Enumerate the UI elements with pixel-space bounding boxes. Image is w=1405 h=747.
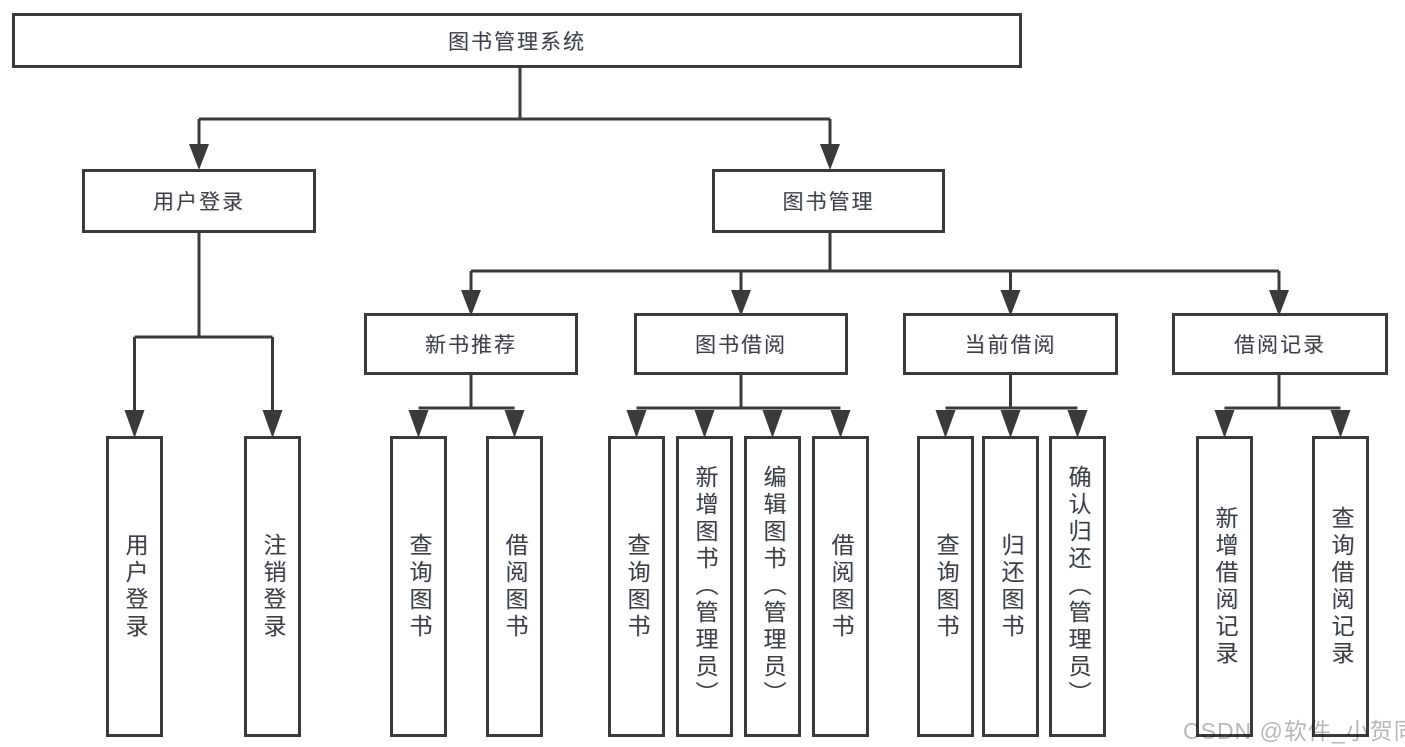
node-borrowing-records: 借阅记录 xyxy=(1172,313,1388,375)
node-label: 编辑图书（管理员） xyxy=(760,465,786,708)
node-label: 图书管理系统 xyxy=(448,30,586,54)
leaf-add-books-admin: 新增图书（管理员） xyxy=(676,436,733,737)
leaf-edit-books-admin: 编辑图书（管理员） xyxy=(744,436,801,737)
node-book-borrowing: 图书借阅 xyxy=(634,313,848,375)
node-label: 查询图书 xyxy=(624,532,650,641)
node-new-book-recommend: 新书推荐 xyxy=(364,313,578,375)
node-label: 用户登录 xyxy=(153,191,245,214)
node-current-borrowing: 当前借阅 xyxy=(903,313,1118,375)
node-label: 注销登录 xyxy=(260,532,286,641)
leaf-borrow-books-recommend: 借阅图书 xyxy=(486,436,543,737)
node-label: 借阅图书 xyxy=(502,532,528,641)
node-label: 查询图书 xyxy=(406,532,432,641)
leaf-query-borrow-record: 查询借阅记录 xyxy=(1312,436,1369,737)
leaf-borrow-books-borrowing: 借阅图书 xyxy=(812,436,869,737)
node-label: 新增借阅记录 xyxy=(1212,505,1238,668)
arrowheads xyxy=(124,144,1351,438)
csdn-watermark: CSDN @软件_小贺同学 xyxy=(1183,718,1405,744)
leaf-return-books: 归还图书 xyxy=(982,436,1039,737)
node-label: 归还图书 xyxy=(998,532,1024,641)
leaf-query-books-borrowing: 查询图书 xyxy=(608,436,665,737)
node-user-login: 用户登录 xyxy=(82,169,316,233)
leaf-user-login: 用户登录 xyxy=(106,436,163,737)
node-label: 借阅图书 xyxy=(828,532,854,641)
node-library-management-system: 图书管理系统 xyxy=(12,13,1022,68)
leaf-query-books-current: 查询图书 xyxy=(917,436,974,737)
node-label: 确认归还（管理员） xyxy=(1065,465,1091,708)
node-book-management: 图书管理 xyxy=(712,169,945,233)
node-label: 新书推荐 xyxy=(425,334,517,357)
leaf-confirm-return-admin: 确认归还（管理员） xyxy=(1049,436,1106,737)
leaf-add-borrow-record: 新增借阅记录 xyxy=(1196,436,1253,737)
node-label: 图书借阅 xyxy=(695,334,787,357)
node-label: 用户登录 xyxy=(122,532,148,641)
node-label: 当前借阅 xyxy=(964,334,1057,357)
node-label: 图书管理 xyxy=(782,191,875,214)
node-label: 新增图书（管理员） xyxy=(692,465,718,708)
leaf-logout: 注销登录 xyxy=(244,436,301,737)
node-label: 借阅记录 xyxy=(1234,334,1326,357)
node-label: 查询图书 xyxy=(933,532,959,641)
leaf-query-books-recommend: 查询图书 xyxy=(390,436,447,737)
node-label: 查询借阅记录 xyxy=(1328,505,1354,668)
